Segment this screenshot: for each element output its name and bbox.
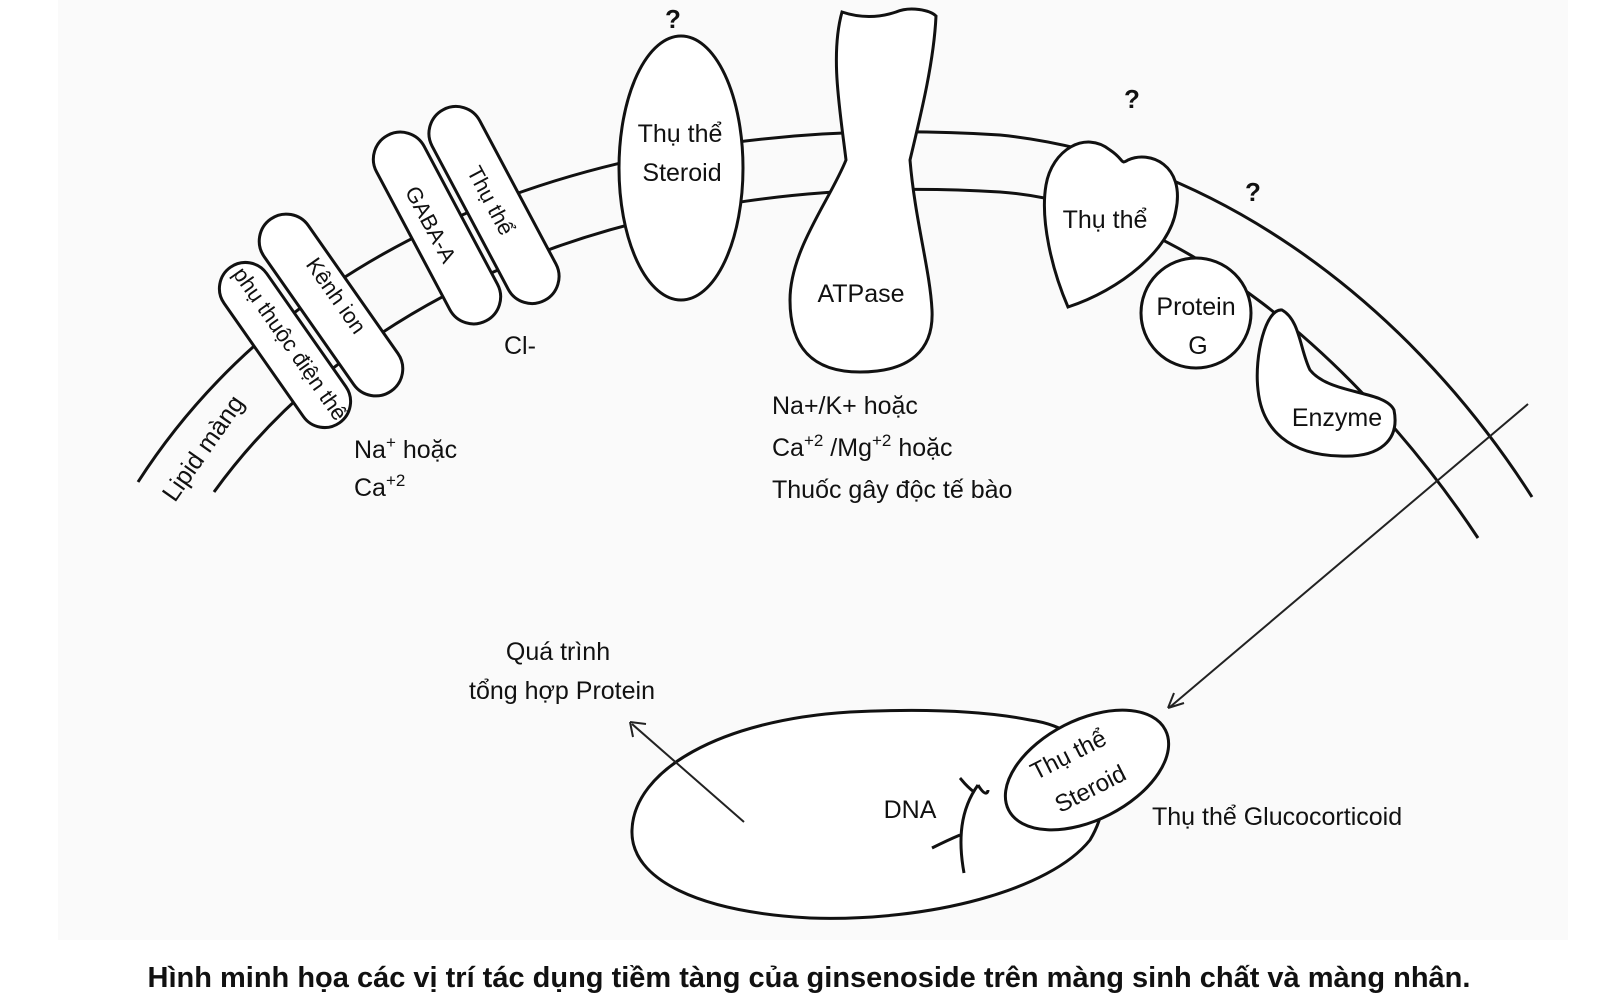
na-superscript: + — [386, 433, 396, 452]
protein-g-label-2: G — [1188, 332, 1207, 360]
voltage-channel-outer — [217, 260, 353, 430]
heart-receptor-label: Thụ thể — [1063, 206, 1148, 234]
figure-caption: Hình minh họa các vị trí tác dụng tiềm t… — [147, 962, 1471, 994]
membrane-to-nucleus-line — [1169, 403, 1529, 708]
protein-synthesis-label-2: tổng hợp Protein — [469, 677, 655, 705]
protein-synthesis-line — [631, 723, 745, 823]
na-ca-label: Na+ hoặc Ca+2 — [354, 433, 464, 502]
steroid-receptor-label-2: Steroid — [642, 159, 721, 187]
voltage-channel-inner — [257, 212, 405, 398]
protein-g-shape — [1139, 256, 1253, 370]
na-or: hoặc — [396, 436, 457, 464]
na-base: Na — [354, 436, 386, 464]
cl-label: Cl- — [504, 332, 536, 360]
ca-base: Ca — [354, 474, 386, 502]
ca-superscript: +2 — [386, 471, 405, 490]
protein-synthesis-label-1: Quá trình — [506, 638, 610, 666]
enzyme-shape — [1255, 308, 1397, 458]
nucleus-shape — [630, 708, 1105, 920]
heart-receptor-shape — [1042, 140, 1179, 309]
atp-line-3: Thuốc gây độc tế bào — [772, 476, 1012, 504]
atp-ca-superscript: +2 — [804, 431, 823, 450]
atp-ca-base: Ca — [772, 434, 804, 462]
atp-mg-base: /Mg — [823, 434, 872, 462]
glucocorticoid-label: Thụ thể Glucocorticoid — [1152, 803, 1402, 831]
membrane-to-nucleus-arrowhead — [1167, 692, 1185, 709]
dna-label: DNA — [884, 796, 937, 824]
atp-mg-superscript: +2 — [872, 431, 891, 450]
atpase-shape — [788, 7, 938, 374]
question-mark-steroid: ? — [665, 4, 681, 34]
atp-or: hoặc — [891, 434, 952, 462]
gaba-receptor-capsule — [427, 104, 561, 306]
atpase-label: ATPase — [817, 280, 904, 308]
question-mark-protein-g: ? — [1245, 177, 1261, 207]
atp-line-1: Na+/K+ hoặc — [772, 392, 918, 420]
steroid-receptor-shape — [617, 34, 745, 302]
nuclear-receptor-shape — [1003, 708, 1171, 832]
atp-line-2: Ca+2 /Mg+2 hoặc — [772, 431, 953, 462]
enzyme-label: Enzyme — [1292, 404, 1382, 432]
steroid-receptor-label-1: Thụ thể — [638, 120, 723, 148]
protein-g-label-1: Protein — [1156, 293, 1235, 321]
dna-branch — [931, 776, 990, 874]
question-mark-receptor: ? — [1124, 84, 1140, 114]
protein-synthesis-arrowhead — [629, 721, 647, 738]
gaba-capsule — [371, 130, 503, 326]
